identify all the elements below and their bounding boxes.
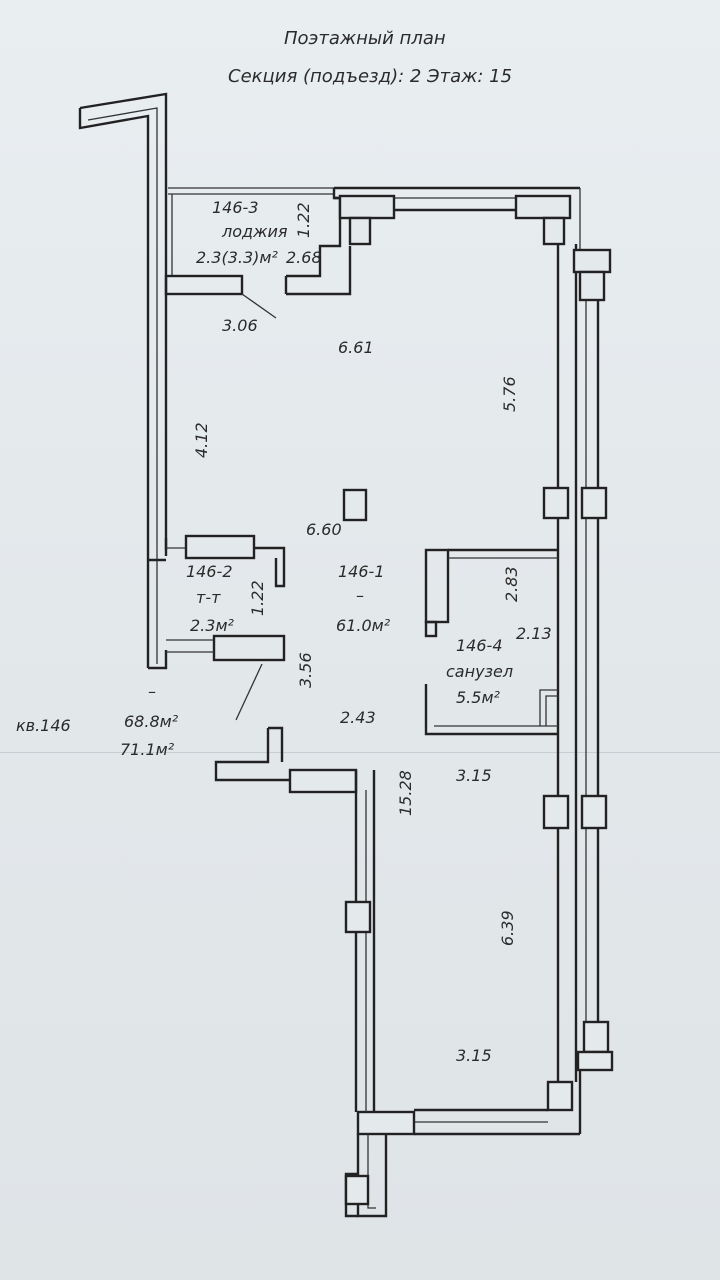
column (576, 1050, 614, 1072)
column (514, 194, 572, 220)
column (356, 1110, 416, 1136)
toilet-upper-wall (184, 534, 256, 560)
apartment-label: кв.146 (16, 716, 71, 735)
column (348, 216, 372, 246)
dimension-label: 2.13 (516, 624, 552, 643)
dimension-leader (241, 293, 277, 319)
dimension-label: 4.12 (192, 422, 211, 458)
toilet-walls (148, 534, 286, 721)
dimension-label: 1.22 (294, 202, 313, 238)
dimension-label: 6.60 (306, 520, 342, 539)
column (572, 248, 612, 274)
room-toilet-id: 146-2 (186, 562, 233, 581)
column (338, 194, 396, 220)
toilet-lower-wall (212, 634, 286, 662)
left-outer-wall (78, 92, 168, 670)
room-bath-area: 5.5м² (456, 688, 500, 707)
top-wall (332, 186, 580, 246)
dimension-label: 3.06 (222, 316, 258, 335)
column (546, 1080, 574, 1112)
room-main-dash: – (356, 586, 364, 605)
dimension-label: 5.76 (500, 376, 519, 412)
dimension-label: 1.22 (248, 580, 267, 616)
column (344, 1174, 370, 1206)
column (580, 486, 608, 520)
dimension-label: 2.43 (340, 708, 376, 727)
paper-fold-line (0, 752, 720, 753)
dimension-label: 2.68 (286, 248, 322, 267)
bottom-wall (344, 1070, 582, 1218)
column (542, 794, 570, 830)
bathroom-walls (424, 548, 558, 736)
dimension-label: 3.15 (456, 1046, 492, 1065)
dimension-label: 15.28 (396, 770, 415, 816)
column (578, 270, 606, 302)
dimension-label: 6.39 (498, 910, 517, 946)
dimension-label: 2.83 (502, 566, 521, 602)
dimension-label: 3.15 (456, 766, 492, 785)
interior-column (342, 488, 368, 522)
column (582, 1020, 610, 1054)
room-toilet-area: 2.3м² (190, 616, 234, 635)
dimension-label: 3.56 (296, 652, 315, 688)
room-loggia-area: 2.3(3.3)м² (196, 248, 278, 267)
column (288, 768, 358, 794)
dimension-label: 6.61 (338, 338, 374, 357)
room-main-area: 61.0м² (336, 616, 391, 635)
column (344, 900, 372, 934)
plan-title: Поэтажный план (284, 28, 446, 49)
apartment-dash: – (148, 682, 156, 701)
loggia-lower-wall (164, 274, 244, 296)
apartment-area-living: 68.8м² (124, 712, 179, 731)
column (542, 216, 566, 246)
apartment-area-total: 71.1м² (120, 740, 175, 759)
bathroom-wall-segment (424, 548, 450, 624)
dimension-leader (235, 663, 263, 721)
room-main-id: 146-1 (338, 562, 385, 581)
room-bath-name: санузел (446, 662, 514, 681)
bathroom-wall-segment (424, 620, 438, 638)
corridor-walls (214, 726, 376, 1112)
room-bath-id: 146-4 (456, 636, 503, 655)
right-outer-wall (542, 188, 614, 1082)
plan-subtitle: Секция (подъезд): 2 Этаж: 15 (228, 66, 513, 87)
column (542, 486, 570, 520)
column (580, 794, 608, 830)
room-loggia-name: лоджия (222, 222, 288, 241)
room-loggia-id: 146-3 (212, 198, 259, 217)
room-toilet-name: т-т (196, 588, 221, 607)
